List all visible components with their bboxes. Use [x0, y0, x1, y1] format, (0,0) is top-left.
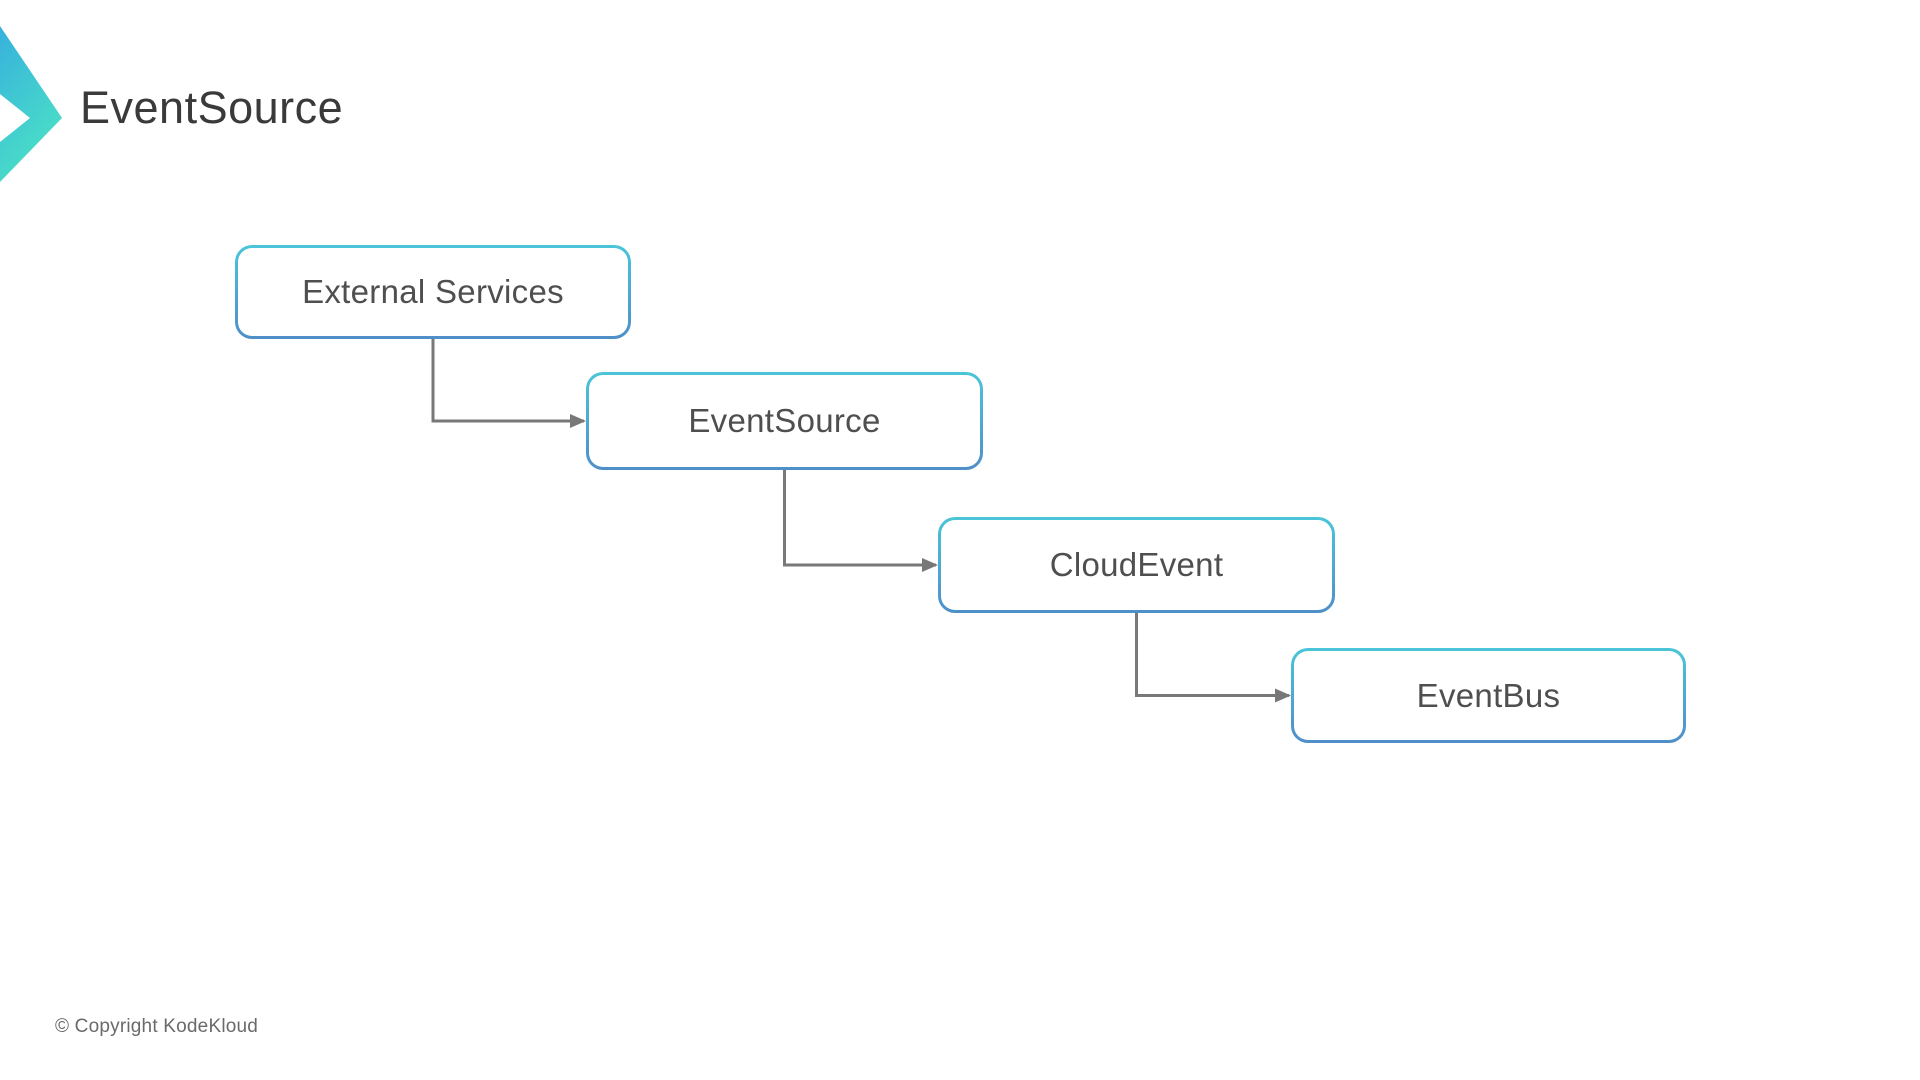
- arrow-connector-eventsource-to-cloudevent: [783, 470, 938, 572]
- diagram-node-label: EventSource: [688, 402, 881, 439]
- diagram-node-label: CloudEvent: [1049, 546, 1224, 583]
- diagram-node-label: External Services: [302, 273, 564, 310]
- diagram-node-eventsource: EventSource: [586, 372, 983, 470]
- diagram-node-external-services: External Services: [235, 245, 631, 339]
- page-title: EventSource: [80, 82, 344, 133]
- diagram-node-body: EventBus: [1294, 651, 1683, 740]
- diagram-node-cloudevent: CloudEvent: [938, 517, 1335, 613]
- diagram-node-body: EventSource: [589, 375, 980, 467]
- diagram-node-body: CloudEvent: [941, 520, 1332, 610]
- kodekloud-chevron-icon: [0, 26, 62, 182]
- diagram-node-body: External Services: [238, 248, 628, 336]
- copyright-text: © Copyright KodeKloud: [55, 1016, 259, 1037]
- diagram-node-eventbus: EventBus: [1291, 648, 1686, 743]
- arrow-connector-cloudevent-to-eventbus: [1135, 613, 1291, 703]
- arrow-connector-external-services-to-eventsource: [431, 339, 586, 428]
- diagram-node-label: EventBus: [1416, 676, 1561, 714]
